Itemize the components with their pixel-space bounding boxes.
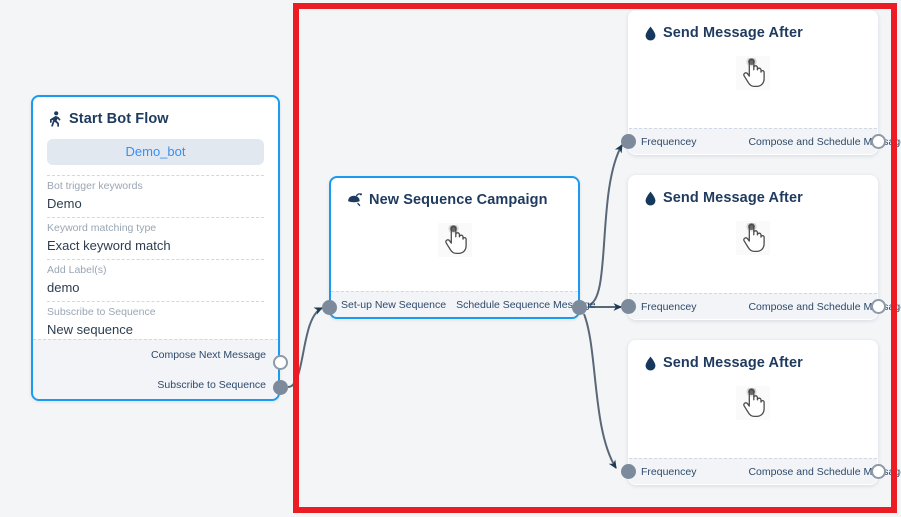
- node-footer-start-bot-flow: Compose Next Message Subscribe to Sequen…: [33, 339, 278, 399]
- droplet-icon: [645, 356, 656, 371]
- node-start-bot-flow[interactable]: Start Bot Flow Demo_bot Bot trigger keyw…: [31, 95, 280, 401]
- node-title-label: Send Message After: [663, 25, 803, 41]
- input-label-setup-new-sequence: Set-up New Sequence: [341, 299, 447, 311]
- footer-ports-row: Frequencey Compose and Schedule Message: [629, 129, 901, 155]
- node-title-label: Send Message After: [663, 190, 803, 206]
- node-footer-send-message-after: Frequencey Compose and Schedule Message: [629, 458, 901, 485]
- field-label: Subscribe to Sequence: [47, 306, 156, 318]
- port-compose-and-schedule-message-3[interactable]: [871, 464, 886, 479]
- node-footer-new-sequence-campaign: Set-up New Sequence Schedule Sequence Me…: [331, 291, 596, 318]
- field-row[interactable]: Subscribe to Sequence New sequence: [47, 302, 264, 343]
- node-title-label: Start Bot Flow: [69, 111, 169, 127]
- field-row[interactable]: Keyword matching type Exact keyword matc…: [47, 218, 264, 260]
- input-label-frequencey: Frequencey: [641, 301, 697, 313]
- node-title-send-message-after: Send Message After: [629, 176, 877, 210]
- bot-name-pill[interactable]: Demo_bot: [47, 139, 264, 165]
- node-body-send-message-after[interactable]: [629, 375, 877, 431]
- port-frequencey-1[interactable]: [621, 134, 636, 149]
- output-row-compose-next-message[interactable]: Compose Next Message: [33, 340, 278, 370]
- pointing-hand-cursor-icon: [438, 223, 472, 257]
- port-subscribe-to-sequence[interactable]: [273, 380, 288, 395]
- node-body-send-message-after[interactable]: [629, 45, 877, 101]
- node-footer-send-message-after: Frequencey Compose and Schedule Message: [629, 128, 901, 155]
- node-title-send-message-after: Send Message After: [629, 341, 877, 375]
- output-row-subscribe-to-sequence[interactable]: Subscribe to Sequence: [33, 370, 278, 400]
- output-label: Compose Next Message: [151, 349, 266, 361]
- output-label-schedule-sequence-message: Schedule Sequence Message: [456, 299, 596, 311]
- field-label: Add Label(s): [47, 264, 107, 276]
- field-value: Demo: [47, 196, 82, 211]
- field-value: Exact keyword match: [47, 238, 171, 253]
- node-send-message-after-2[interactable]: Send Message After Frequencey Compose an…: [628, 175, 901, 320]
- output-label: Subscribe to Sequence: [157, 379, 266, 391]
- node-body-new-sequence-campaign[interactable]: [331, 212, 578, 268]
- megaphone-icon: [347, 193, 362, 207]
- field-value: demo: [47, 280, 80, 295]
- footer-ports-row: Frequencey Compose and Schedule Message: [629, 459, 901, 485]
- node-title-label: Send Message After: [663, 355, 803, 371]
- node-body-send-message-after[interactable]: [629, 210, 877, 266]
- port-compose-next-message[interactable]: [273, 355, 288, 370]
- droplet-icon: [645, 191, 656, 206]
- footer-ports-row: Frequencey Compose and Schedule Message: [629, 294, 901, 320]
- input-label-frequencey: Frequencey: [641, 136, 697, 148]
- edge-subscribe-to-campaign: [287, 307, 324, 388]
- node-send-message-after-1[interactable]: Send Message After Frequencey Compose an…: [628, 10, 901, 155]
- field-row[interactable]: Add Label(s) demo: [47, 260, 264, 302]
- output-label-compose-and-schedule-message: Compose and Schedule Message: [748, 301, 901, 313]
- node-title-label: New Sequence Campaign: [369, 192, 548, 208]
- bot-field-list: Bot trigger keywords Demo Keyword matchi…: [47, 175, 264, 343]
- output-label-compose-and-schedule-message: Compose and Schedule Message: [748, 136, 901, 148]
- input-label-frequencey: Frequencey: [641, 466, 697, 478]
- running-person-icon: [49, 111, 62, 127]
- edge-campaign-to-card-1: [587, 144, 623, 306]
- edge-campaign-to-card-3: [583, 313, 617, 469]
- pointing-hand-cursor-icon: [736, 56, 770, 90]
- port-frequencey-2[interactable]: [621, 299, 636, 314]
- port-setup-new-sequence[interactable]: [322, 300, 337, 315]
- port-compose-and-schedule-message-1[interactable]: [871, 134, 886, 149]
- footer-ports-row: Set-up New Sequence Schedule Sequence Me…: [331, 292, 596, 318]
- port-schedule-sequence-message[interactable]: [572, 300, 587, 315]
- field-row[interactable]: Bot trigger keywords Demo: [47, 175, 264, 218]
- node-title-start-bot-flow: Start Bot Flow: [33, 97, 278, 131]
- node-title-send-message-after: Send Message After: [629, 11, 877, 45]
- output-label-compose-and-schedule-message: Compose and Schedule Message: [748, 466, 901, 478]
- node-footer-send-message-after: Frequencey Compose and Schedule Message: [629, 293, 901, 320]
- node-new-sequence-campaign[interactable]: New Sequence Campaign Set-up New Sequenc…: [329, 176, 596, 319]
- droplet-icon: [645, 26, 656, 41]
- field-label: Keyword matching type: [47, 222, 157, 234]
- node-send-message-after-3[interactable]: Send Message After Frequencey Compose an…: [628, 340, 901, 485]
- field-value: New sequence: [47, 322, 133, 337]
- field-label: Bot trigger keywords: [47, 180, 143, 192]
- pointing-hand-cursor-icon: [736, 221, 770, 255]
- port-frequencey-3[interactable]: [621, 464, 636, 479]
- node-title-new-sequence-campaign: New Sequence Campaign: [331, 178, 578, 212]
- port-compose-and-schedule-message-2[interactable]: [871, 299, 886, 314]
- pointing-hand-cursor-icon: [736, 386, 770, 420]
